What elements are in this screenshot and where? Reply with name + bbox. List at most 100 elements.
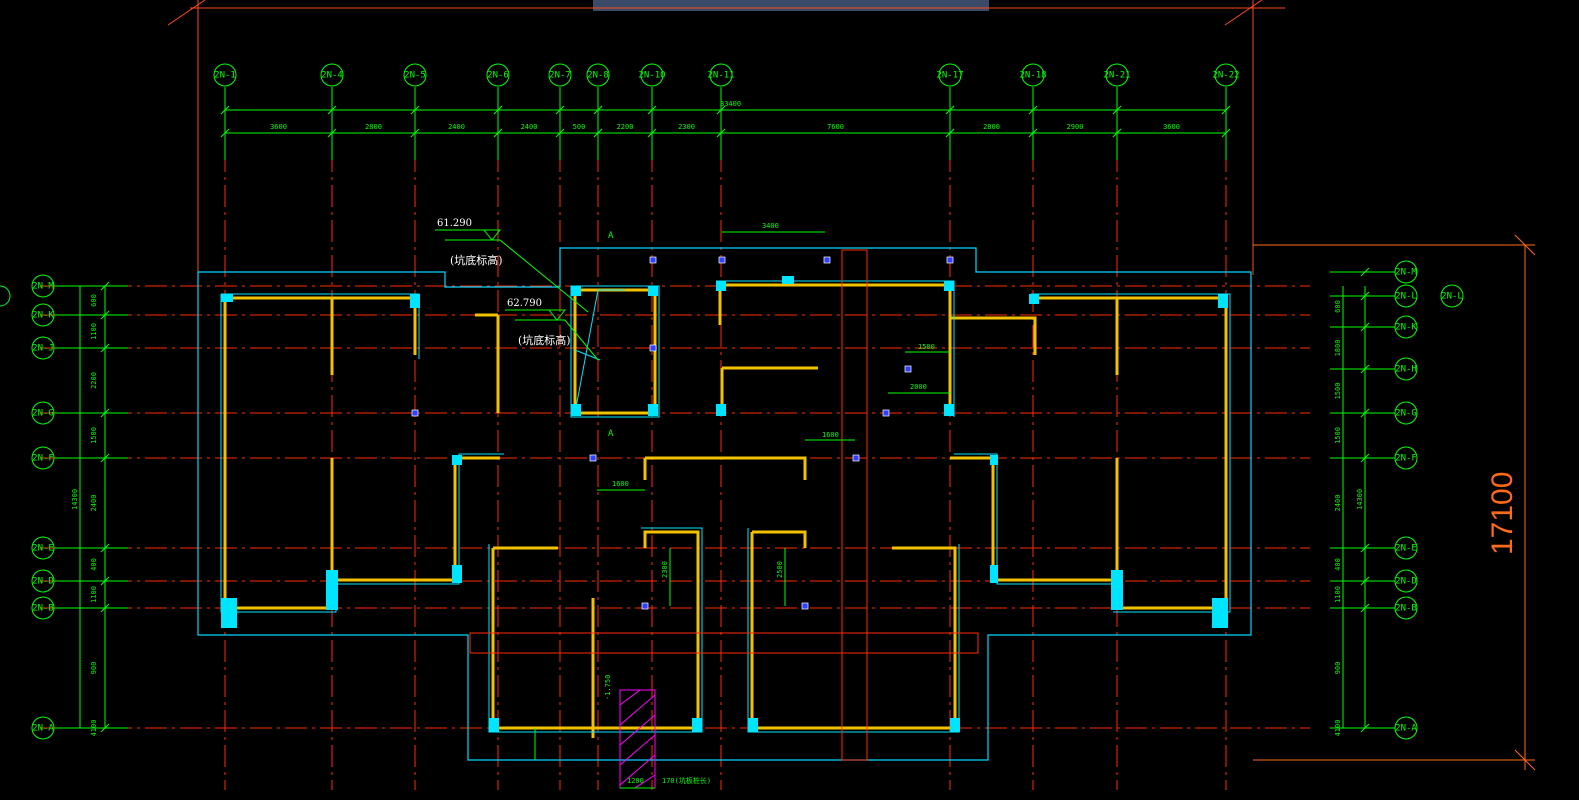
section-mark-top: A <box>608 231 614 241</box>
axis-label-left: 2N-A <box>32 724 54 734</box>
top-dim-segment: 2400 <box>448 123 465 131</box>
axis-bubble-top <box>1214 63 1238 87</box>
axis-bubble-top <box>1105 63 1129 87</box>
axis-label-right-extra: 2N-L <box>1441 292 1463 302</box>
left-dim-segment: 2400 <box>90 495 98 512</box>
axis-bubble-top <box>586 63 610 87</box>
right-dim-segment: 1100 <box>1334 586 1342 603</box>
column-marker <box>411 409 419 417</box>
axis-label-top: 2N-5 <box>404 71 426 81</box>
dim-1600-a: 1600 <box>612 480 629 488</box>
dimension-ticks <box>100 105 1370 733</box>
left-dim-segment: 1100 <box>90 586 98 603</box>
left-dim-segment: 1100 <box>90 323 98 340</box>
elevator-lines <box>574 289 625 414</box>
axis-label-right: 2N-A <box>1395 724 1417 734</box>
left-dim-segment: 900 <box>90 662 98 675</box>
right-dim-segment: 1500 <box>1334 427 1342 444</box>
wall-columns <box>221 276 1228 732</box>
axis-bubble-right <box>1394 357 1418 381</box>
axis-label-top: 2N-10 <box>638 71 665 81</box>
column-marker <box>589 454 597 462</box>
left-dim-segment: 2200 <box>90 372 98 389</box>
axis-label-top: 2N-6 <box>487 71 509 81</box>
left-dim-segment: 600 <box>90 294 98 307</box>
axis-bubble-top <box>403 63 427 87</box>
axis-label-top: 2N-18 <box>1019 71 1046 81</box>
axis-label-right: 2N-K <box>1395 323 1417 333</box>
dim-1200-a: 1200 <box>627 777 644 785</box>
axis-bubble-left <box>31 401 55 425</box>
axis-label-right: 2N-F <box>1395 454 1417 464</box>
axis-label-top: 2N-21 <box>1103 71 1130 81</box>
axis-bubble-left <box>31 274 55 298</box>
axis-label-right: 2N-D <box>1395 577 1417 587</box>
column-marker <box>801 602 809 610</box>
section-mark-bottom: A <box>608 429 614 439</box>
axis-label-right: 2N-L <box>1395 292 1417 302</box>
elev-2-value: 62.790 <box>507 298 542 309</box>
column-marker <box>649 256 657 264</box>
top-dim-segment: 2300 <box>678 123 695 131</box>
total-dimension <box>1253 234 1536 771</box>
axis-bubble-left <box>31 446 55 470</box>
dimension-lines <box>79 109 1366 789</box>
axis-bubble-right <box>1394 716 1418 740</box>
elevation-markers <box>435 229 599 361</box>
total-dim-text: 17100 <box>1486 472 1519 555</box>
axis-bubble-left <box>31 596 55 620</box>
top-total-dim: 33400 <box>720 100 741 108</box>
right-dim-segment: 2400 <box>1334 495 1342 512</box>
dim-pit-depth: -1.750 <box>604 675 612 700</box>
column-marker <box>823 256 831 264</box>
left-total-dim: 14300 <box>71 489 79 510</box>
axis-bubble-right <box>1394 596 1418 620</box>
wall-edges <box>220 280 1231 733</box>
dim-3400: 3400 <box>762 222 779 230</box>
axis-bubble-top <box>640 63 664 87</box>
axis-bubble-left <box>31 536 55 560</box>
dim-2000: 2000 <box>910 383 927 391</box>
top-dim-segment: 2200 <box>617 123 634 131</box>
axis-bubble-right <box>1394 315 1418 339</box>
axis-label-top: 2N-22 <box>1212 71 1239 81</box>
axis-bubble-right <box>1394 446 1418 470</box>
axis-label-right: 2N-G <box>1395 409 1417 419</box>
axis-bubble-top <box>938 63 962 87</box>
axis-label-top: 2N-17 <box>936 71 963 81</box>
dim-2300: 2300 <box>661 561 669 578</box>
left-dim-segment: 400 <box>90 558 98 571</box>
title-tab[interactable] <box>593 0 989 11</box>
grid-lines <box>40 150 1310 790</box>
axis-label-left: 2N-E <box>32 544 54 554</box>
column-marker <box>882 409 890 417</box>
pit-hatch <box>619 689 656 789</box>
elev-1-value: 61.290 <box>437 218 472 229</box>
shear-walls <box>223 283 1228 738</box>
foundation-outline <box>197 247 1252 761</box>
column-marker <box>852 454 860 462</box>
axis-label-top: 2N-1 <box>214 71 236 81</box>
elev-2-note: (坑底标高) <box>518 333 571 347</box>
column-marker <box>718 256 726 264</box>
axis-label-right: 2N-M <box>1395 268 1417 278</box>
top-dim-segment: 500 <box>573 123 586 131</box>
dim-1500: 1500 <box>918 343 935 351</box>
axis-bubble-left <box>31 336 55 360</box>
top-dim-segment: 2900 <box>1067 123 1084 131</box>
axis-label-left: 2N-M <box>32 282 54 292</box>
boundary-lines <box>167 0 1285 275</box>
right-dim-segment: 600 <box>1334 300 1342 313</box>
right-dim-segment: 1500 <box>1334 383 1342 400</box>
top-dim-segment: 3600 <box>1163 123 1180 131</box>
axis-label-left: 2N-D <box>32 577 54 587</box>
axis-bubble-top <box>1021 63 1045 87</box>
axis-bubble-right <box>1394 536 1418 560</box>
right-dim-segment: 1800 <box>1334 340 1342 357</box>
axis-label-top: 2N-7 <box>549 71 571 81</box>
axis-label-left: 2N-F <box>32 454 54 464</box>
right-total-dim: 14300 <box>1356 489 1364 510</box>
